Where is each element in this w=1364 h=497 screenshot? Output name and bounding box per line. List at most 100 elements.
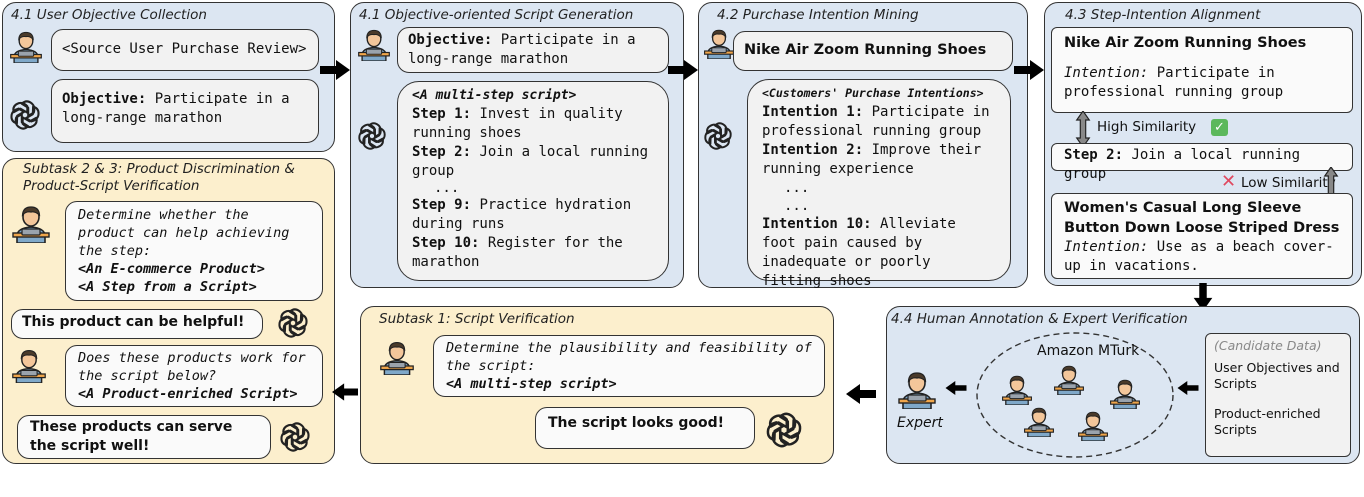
arrow-icon: [332, 383, 358, 401]
answer-bubble: These products can serve the script well…: [17, 415, 271, 459]
step-9: Step 9: Practice hydration during runs: [412, 197, 632, 232]
panel-title: Subtask 2 & 3: Product Discrimination & …: [23, 161, 295, 194]
openai-logo-icon: [277, 307, 309, 339]
product-intention-card: Nike Air Zoom Running Shoes Intention: P…: [1051, 27, 1353, 113]
answer-text: The script looks good!: [548, 415, 725, 431]
objective-text: Participate in a long-range marathon: [408, 32, 636, 67]
script-placeholder: <A Product-enriched Script>: [78, 386, 298, 402]
candidate-data-box: (Candidate Data) User Objectives and Scr…: [1205, 333, 1351, 457]
arrow-icon: [320, 60, 350, 80]
step-text: Join a local running group: [1064, 147, 1301, 182]
intention-2: Intention 2: Improve their running exper…: [762, 142, 982, 177]
panel-title: 4.1 Objective-oriented Script Generation: [359, 7, 634, 23]
answer-text: This product can be helpful!: [22, 314, 245, 330]
intentions-bubble: <Customers' Purchase Intentions> Intenti…: [747, 79, 1011, 289]
arrow-icon: [945, 381, 967, 395]
product-name: Nike Air Zoom Running Shoes: [744, 42, 987, 58]
candidate-item: User Objectives and Scripts: [1214, 360, 1340, 391]
mturk-boundary: [976, 332, 1174, 458]
intention-text: Intention: Use as a beach cover-up in va…: [1064, 239, 1334, 274]
question-bubble: Determine the plausibility and feasibili…: [433, 335, 825, 397]
objective-bubble: Objective: Participate in a long-range m…: [397, 27, 669, 73]
answer-bubble: This product can be helpful!: [11, 309, 263, 339]
question-bubble: Determine whether the product can help a…: [65, 201, 323, 301]
product-name: Nike Air Zoom Running Shoes: [1064, 35, 1307, 51]
panel-script-generation: 4.1 Objective-oriented Script Generation…: [350, 2, 684, 288]
step-1: Step 1: Invest in quality running shoes: [412, 106, 623, 141]
high-similarity-label: High Similarity: [1097, 119, 1197, 135]
product-bubble: Nike Air Zoom Running Shoes: [733, 31, 1013, 71]
panel-title: 4.1 User Objective Collection: [11, 7, 207, 23]
step-card: Step 2: Join a local running group: [1051, 143, 1353, 182]
panel-title: Subtask 1: Script Verification: [379, 311, 575, 327]
user-avatar-icon: [897, 369, 937, 409]
script-header: <A multi-step script>: [412, 88, 577, 103]
step-label: Step 2:: [1064, 147, 1124, 163]
user-avatar-icon: [11, 203, 51, 243]
openai-logo-icon: [279, 421, 311, 453]
intention-1: Intention 1: Participate in professional…: [762, 104, 990, 139]
script-placeholder: <A multi-step script>: [446, 376, 617, 392]
user-avatar-icon: [703, 27, 735, 59]
intention-10: Intention 10: Alleviate foot pain caused…: [762, 216, 956, 289]
intentions-header: <Customers' Purchase Intentions>: [762, 86, 984, 100]
script-bubble: <A multi-step script> Step 1: Invest in …: [397, 81, 669, 281]
panel-purchase-intention-mining: 4.2 Purchase Intention Mining Nike Air Z…: [698, 2, 1028, 289]
review-text: <Source User Purchase Review>: [62, 41, 307, 57]
user-avatar-icon: [1077, 409, 1109, 441]
step-2: Step 2: Join a local running group: [412, 144, 649, 179]
user-avatar-icon: [379, 339, 415, 375]
objective-label: Objective:: [408, 32, 493, 48]
product-intention-card: Women's Casual Long Sleeve Button Down L…: [1051, 193, 1353, 279]
user-avatar-icon: [1053, 363, 1085, 395]
user-avatar-icon: [1001, 373, 1033, 405]
product-placeholder: <An E-commerce Product>: [78, 261, 265, 277]
openai-logo-icon: [9, 99, 41, 131]
panel-human-annotation: 4.4 Human Annotation & Expert Verificati…: [886, 306, 1360, 464]
panel-title: 4.4 Human Annotation & Expert Verificati…: [891, 311, 1188, 327]
panel-step-intention-alignment: 4.3 Step-Intention Alignment Nike Air Zo…: [1044, 2, 1362, 286]
arrow-icon: [668, 60, 698, 80]
user-avatar-icon: [357, 27, 391, 61]
user-avatar-icon: [9, 29, 43, 63]
question-text: Does these products work for the script …: [78, 350, 306, 384]
candidate-header: (Candidate Data): [1214, 338, 1322, 353]
openai-logo-icon: [703, 121, 733, 151]
double-arrow-icon: [1075, 111, 1091, 147]
openai-logo-icon: [357, 121, 387, 151]
step-placeholder: <A Step from a Script>: [78, 279, 257, 295]
panel-title: 4.3 Step-Intention Alignment: [1065, 7, 1261, 23]
cross-icon: ✕: [1221, 171, 1237, 192]
question-text: Determine the plausibility and feasibili…: [446, 340, 812, 374]
ellipsis: ...: [784, 198, 810, 214]
openai-logo-icon: [765, 411, 803, 449]
product-name: Women's Casual Long Sleeve Button Down L…: [1064, 200, 1340, 236]
objective-text: Participate in a long-range marathon: [62, 91, 290, 126]
answer-text: These products can serve the script well…: [30, 419, 233, 454]
expert-label: Expert: [897, 415, 943, 431]
question-text: Determine whether the product can help a…: [78, 207, 290, 259]
step-10: Step 10: Register for the marathon: [412, 235, 623, 270]
answer-bubble: The script looks good!: [535, 407, 755, 449]
intention-text: Intention: Participate in professional r…: [1064, 65, 1284, 100]
question-bubble: Does these products work for the script …: [65, 345, 323, 407]
ellipsis: ...: [784, 180, 810, 196]
panel-subtask-2-3: Subtask 2 & 3: Product Discrimination & …: [2, 158, 335, 464]
check-icon: ✓: [1211, 119, 1228, 136]
objective-label: Objective:: [62, 91, 147, 107]
low-similarity-label: Low Similarity: [1241, 175, 1336, 191]
mturk-label: Amazon MTurk: [1037, 343, 1140, 359]
user-avatar-icon: [11, 347, 47, 383]
objective-bubble: Objective: Participate in a long-range m…: [51, 79, 319, 143]
arrow-icon: [1177, 381, 1199, 395]
arrow-icon: [1014, 60, 1044, 80]
review-bubble: <Source User Purchase Review>: [51, 29, 319, 71]
panel-subtask-1: Subtask 1: Script Verification Determine…: [360, 306, 834, 464]
ellipsis: ...: [434, 180, 460, 196]
candidate-item: Product-enriched Scripts: [1214, 406, 1321, 437]
arrow-icon: [846, 384, 876, 404]
panel-user-objective-collection: 4.1 User Objective Collection <Source Us…: [2, 2, 335, 152]
panel-title: 4.2 Purchase Intention Mining: [717, 7, 919, 23]
user-avatar-icon: [1023, 405, 1055, 437]
user-avatar-icon: [1109, 377, 1141, 409]
